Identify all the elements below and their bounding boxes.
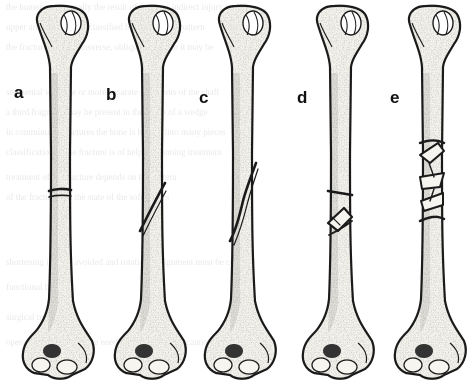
capitulum <box>404 358 422 372</box>
humeral-head <box>341 11 361 35</box>
bleed-through-line: in comminuted fractures the bone is brok… <box>6 127 226 137</box>
bleed-through-text: the humerus are usually the result of di… <box>6 2 264 347</box>
panel-label-d: d <box>297 88 307 107</box>
fracture-line <box>420 173 444 189</box>
capitulum <box>124 358 142 372</box>
trochlea <box>149 360 169 374</box>
olecranon-fossa <box>43 344 61 358</box>
bone-stipple <box>395 6 466 379</box>
humeral-head <box>243 11 263 35</box>
trochlea <box>57 360 77 374</box>
capitulum <box>32 358 50 372</box>
bone-panel-d <box>303 6 374 379</box>
bone-stipple <box>205 6 276 379</box>
capitulum <box>312 358 330 372</box>
bleed-through-line: the fracture line is transverse, oblique… <box>6 42 214 52</box>
bleed-through-line: classification of the fracture is of hel… <box>6 147 222 157</box>
panel-label-a: a <box>14 83 24 102</box>
trochlea <box>239 360 259 374</box>
olecranon-fossa <box>323 344 341 358</box>
olecranon-fossa <box>135 344 153 358</box>
humeral-head <box>153 11 173 35</box>
humeral-head <box>433 11 453 35</box>
capitulum <box>214 358 232 372</box>
trochlea <box>337 360 357 374</box>
trochlea <box>429 360 449 374</box>
panel-label-e: e <box>390 88 399 107</box>
bone-panel-e <box>395 6 466 379</box>
panel-label-b: b <box>106 85 116 104</box>
olecranon-fossa <box>415 344 433 358</box>
panel-label-c: c <box>199 88 208 107</box>
bone-panel-c <box>205 6 276 379</box>
olecranon-fossa <box>225 344 243 358</box>
humeral-head <box>61 11 81 35</box>
bleed-through-line: a third fragment may be present in the s… <box>6 107 208 117</box>
bleed-through-line: shortening is to be avoided and rotation… <box>6 257 251 267</box>
